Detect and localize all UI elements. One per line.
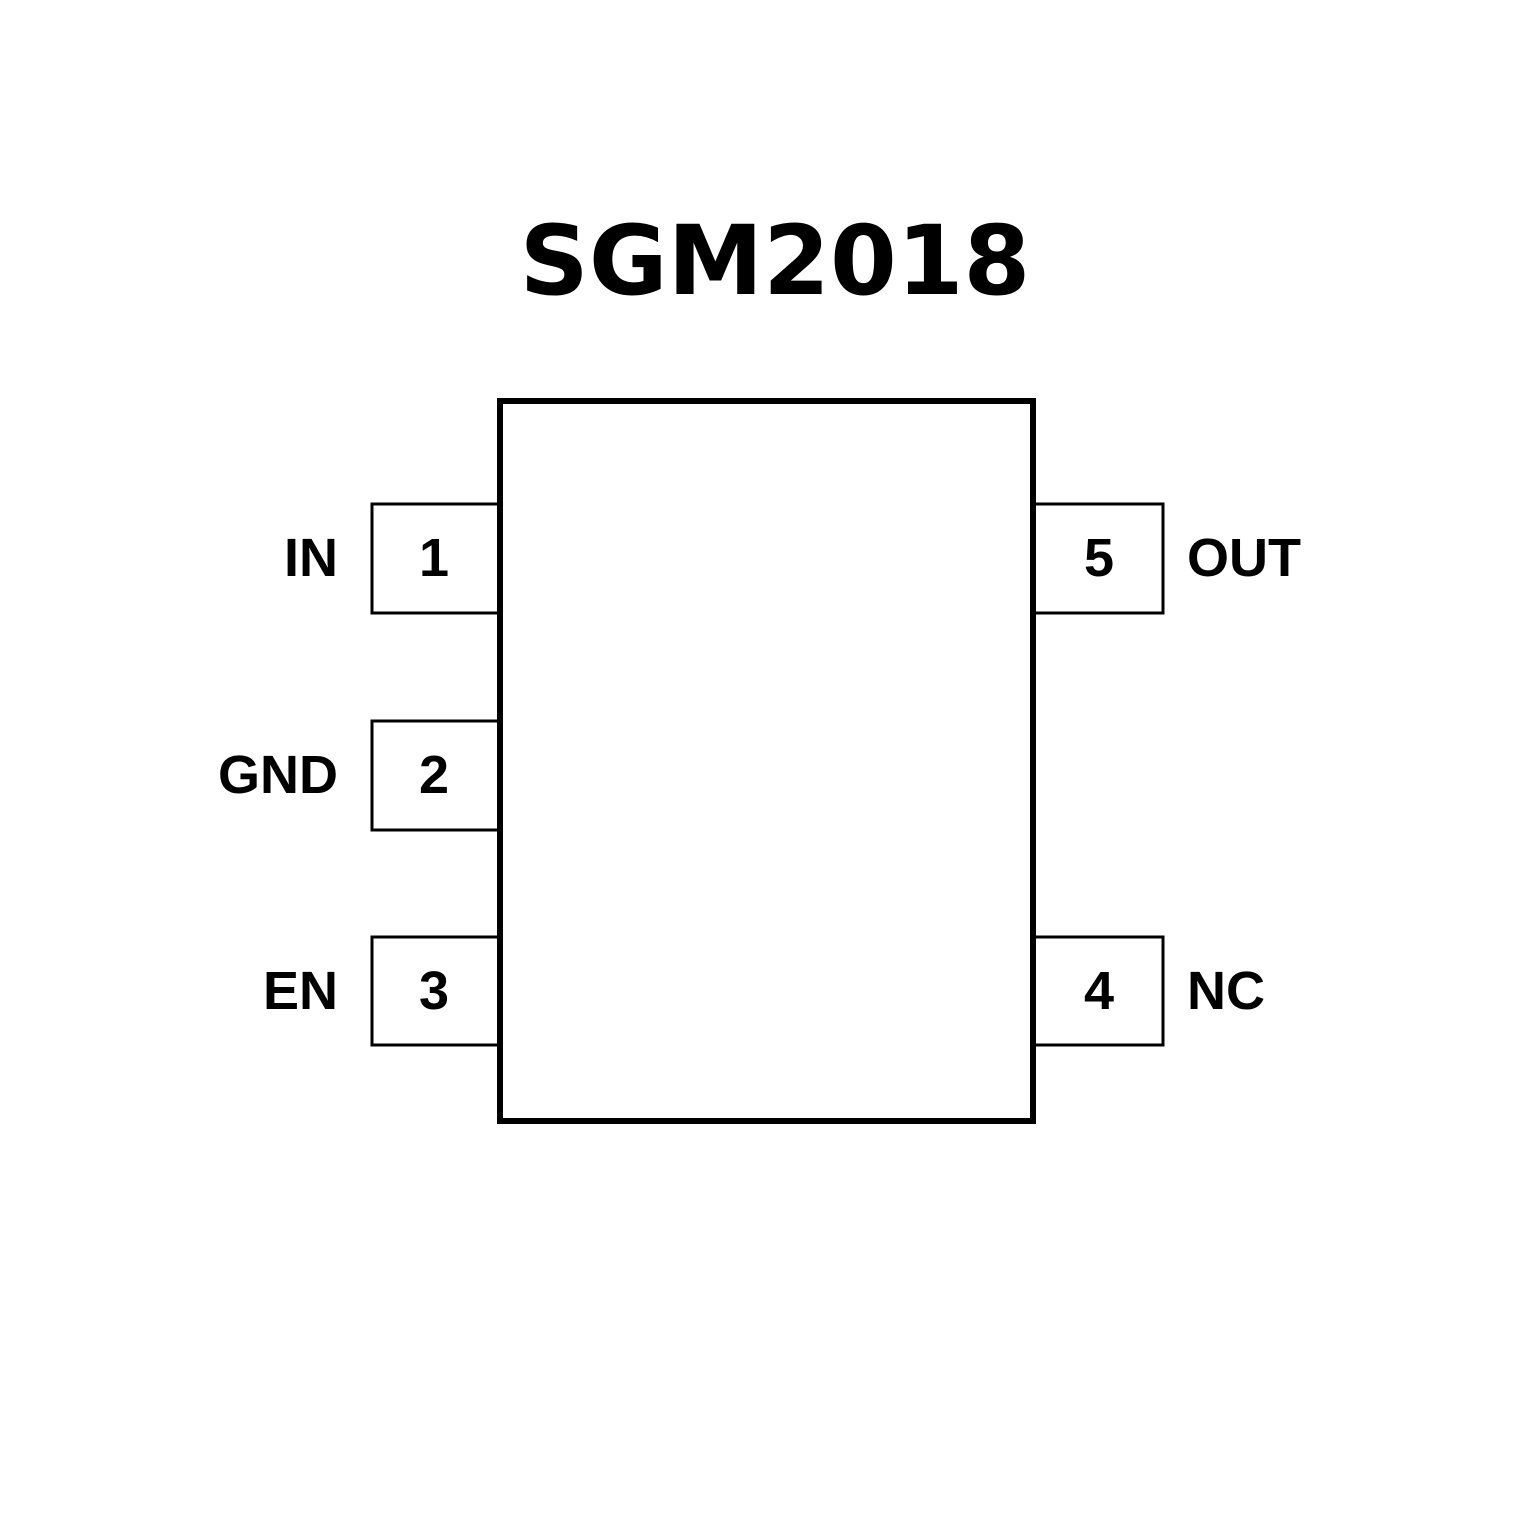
pin-1-name: IN (284, 528, 338, 588)
pin-1: 1 IN (284, 502, 504, 615)
pin-2-pad (370, 719, 504, 832)
pin-3-number: 3 (419, 961, 449, 1021)
chip-title: SGM2018 (520, 205, 1031, 317)
pin-3: 3 EN (263, 935, 504, 1047)
pin-4: 4 NC (1029, 935, 1265, 1047)
pin-1-pad (370, 502, 504, 615)
pin-4-name: NC (1187, 961, 1265, 1021)
chip-body (497, 398, 1036, 1124)
pin-2: 2 GND (218, 719, 504, 832)
pin-5-pad (1029, 502, 1165, 615)
pin-2-name: GND (218, 745, 338, 805)
pin-5-number: 5 (1084, 528, 1114, 588)
pin-5-name: OUT (1187, 528, 1301, 588)
pin-5: 5 OUT (1029, 502, 1301, 615)
pin-4-pad (1029, 935, 1165, 1047)
pin-2-number: 2 (419, 745, 449, 805)
pin-4-number: 4 (1084, 961, 1114, 1021)
pin-3-pad (370, 935, 504, 1047)
pin-1-number: 1 (419, 528, 449, 588)
pin-3-name: EN (263, 961, 338, 1021)
